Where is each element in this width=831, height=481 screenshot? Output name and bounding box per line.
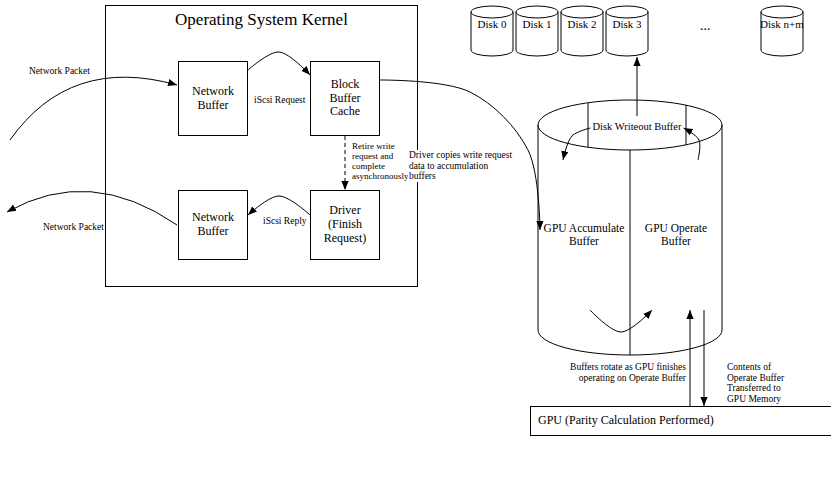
edge-label: Retire write request and complete asynch… (351, 141, 413, 181)
edge-label: iScsi Request (253, 95, 306, 106)
disk-cylinder: Disk 3 (605, 5, 649, 57)
driver-box: Driver (Finish Request) (310, 190, 380, 260)
connector (684, 128, 700, 160)
gpu-box: GPU (Parity Calculation Performed) (530, 406, 831, 436)
node-text: GPU Accumulate Buffer (541, 222, 627, 248)
ring-body (538, 125, 722, 355)
node-text: Block Buffer Cache (314, 78, 376, 119)
edge-label: Contents of Operate Buffer Transferred t… (726, 362, 794, 405)
disk-body (516, 12, 558, 56)
buffer-box: Network Buffer (178, 190, 248, 260)
disk-body (471, 12, 513, 56)
connector (345, 136, 346, 190)
annotation-label: Network Packet (42, 222, 105, 232)
disk-top (606, 6, 648, 18)
ring-back-wall (686, 105, 687, 145)
buffer-box: Network Buffer (178, 61, 248, 136)
ring-section: Disk Writeout Buffer (590, 116, 683, 138)
packet-arrow (7, 191, 177, 225)
ring-back-wall (588, 103, 589, 147)
connector (690, 310, 691, 406)
node-text: Driver (Finish Request) (314, 204, 376, 245)
connector (248, 52, 310, 75)
disk-outline (560, 5, 604, 57)
connector (637, 57, 638, 116)
node-text: Network Buffer (182, 211, 244, 239)
disk-outline (760, 5, 804, 57)
disk-outline (470, 5, 514, 57)
node-text: Disk 2 (567, 18, 596, 31)
disk-cylinder: Disk 1 (515, 5, 559, 57)
disk-cylinder: Disk n+m (760, 5, 804, 57)
disk-cylinder: Disk 2 (560, 5, 604, 57)
disk-cylinder: Disk 0 (470, 5, 514, 57)
node-text: Disk n+m (760, 18, 804, 31)
connector (704, 310, 705, 406)
ring-divider (630, 150, 631, 355)
node-text: Disk Writeout Buffer (592, 121, 681, 133)
ring-section: GPU Accumulate Buffer (540, 160, 628, 310)
disk-body (761, 12, 803, 56)
disk-top (561, 6, 603, 18)
disk-body (561, 12, 603, 56)
disk-outline (515, 5, 559, 57)
packet-arrow (10, 77, 177, 140)
node-text: Operating System Kernel (175, 10, 348, 30)
edge-label: Buffers rotate as GPU finishes operating… (568, 362, 687, 383)
disk-top (471, 6, 513, 18)
ring-section: GPU Operate Buffer (632, 160, 720, 310)
connector (590, 310, 652, 332)
node-text: Disk 3 (612, 18, 641, 31)
node-text: GPU (Parity Calculation Performed) (538, 414, 714, 428)
connector (563, 128, 590, 160)
annotation-label: ... (699, 18, 712, 34)
ring-top (538, 100, 722, 150)
disk-body (606, 12, 648, 56)
disk-top (516, 6, 558, 18)
node-text: Disk 0 (477, 18, 506, 31)
buffer-box: Block Buffer Cache (310, 61, 380, 136)
annotation-label: Network Packet (28, 66, 91, 76)
node-text: GPU Operate Buffer (633, 222, 719, 248)
disk-outline (605, 5, 649, 57)
node-text: Network Buffer (182, 85, 244, 113)
node-text: Disk 1 (522, 18, 551, 31)
connector (248, 196, 310, 215)
edge-label: Driver copies write request data to accu… (408, 150, 518, 182)
edge-label: iScsi Reply (262, 216, 308, 227)
disk-top (761, 6, 803, 18)
